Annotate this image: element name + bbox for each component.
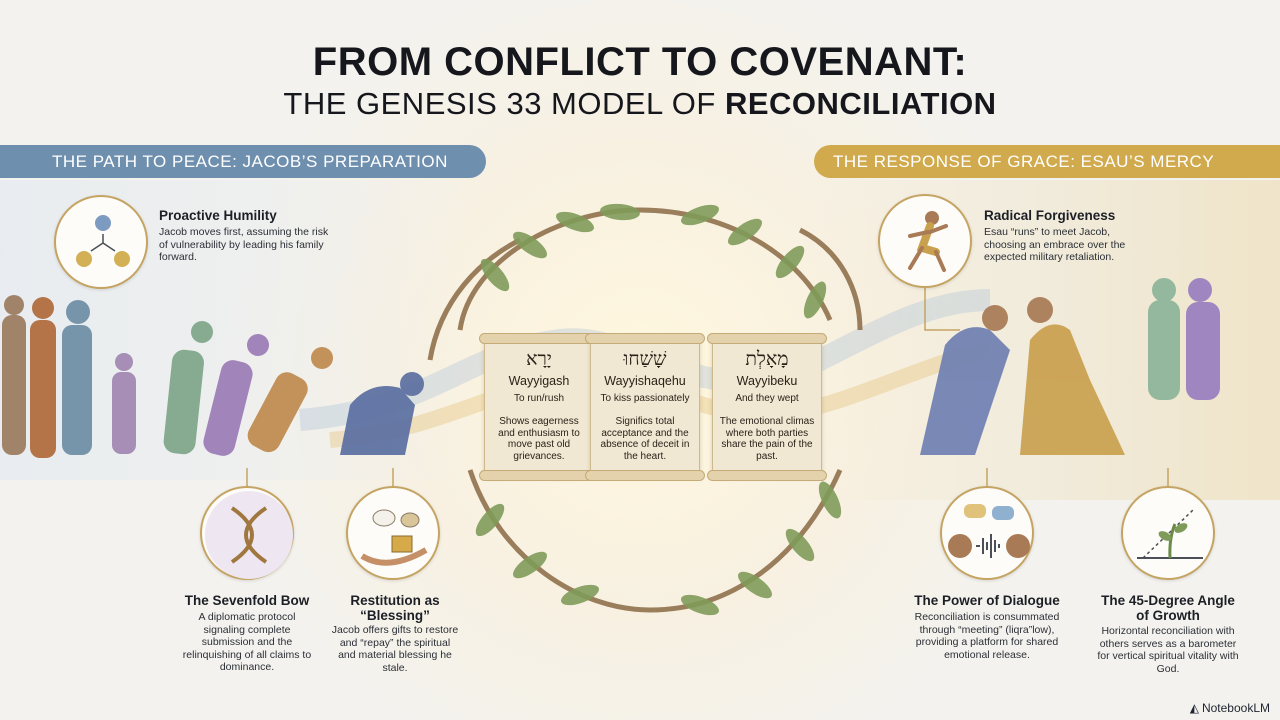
scroll-desc: Significs total acceptance and the absen… bbox=[600, 416, 690, 462]
scroll-desc: The emotional climas where both parties … bbox=[719, 416, 815, 462]
restitution-medal bbox=[346, 486, 440, 580]
scroll-desc: Shows eagerness and enthusiasm to move p… bbox=[498, 416, 580, 462]
gift-offering-icon bbox=[360, 509, 428, 566]
subtitle-prefix: THE GENESIS 33 MODEL OF bbox=[283, 86, 716, 121]
growth-medal bbox=[1121, 486, 1215, 580]
forgiveness-title: Radical Forgiveness bbox=[984, 208, 1116, 223]
scroll-meaning: To run/rush bbox=[513, 393, 565, 404]
notebooklm-logo-icon: ◭ bbox=[1189, 701, 1199, 715]
subtitle-bold: RECONCILIATION bbox=[724, 86, 997, 121]
scroll-translit: Wayyibeku bbox=[736, 374, 798, 388]
bow-medal bbox=[200, 486, 294, 580]
scroll-cap bbox=[707, 470, 827, 481]
dialogue-title: The Power of Dialogue bbox=[914, 593, 1060, 608]
dialogue-medal bbox=[940, 486, 1034, 580]
scroll-hebrew: מָאָלְת bbox=[745, 348, 789, 370]
growth-text: Horizontal reconciliation with others se… bbox=[1097, 625, 1239, 675]
scroll-wayyigash: יָרָא Wayyigash To run/rush Shows eagern… bbox=[479, 333, 599, 481]
page-title: FROM CONFLICT TO COVENANT: bbox=[312, 40, 968, 84]
sprout-growth-icon bbox=[1137, 509, 1203, 559]
humility-title: Proactive Humility bbox=[159, 208, 277, 223]
scroll-cap bbox=[585, 333, 705, 344]
right-section-banner: THE RESPONSE OF GRACE: ESAU’S MERCY bbox=[814, 145, 1280, 178]
dialogue-text: Reconciliation is consummated through “m… bbox=[914, 611, 1060, 661]
page-subtitle: THE GENESIS 33 MODEL OF RECONCILIATION bbox=[0, 86, 1280, 122]
restitution-text: Jacob offers gifts to restore and “repay… bbox=[331, 624, 459, 674]
scroll-meaning: To kiss passionately bbox=[600, 393, 690, 404]
scroll-cap bbox=[585, 470, 705, 481]
scroll-meaning: And they wept bbox=[735, 393, 799, 404]
scroll-translit: Wayyigash bbox=[508, 374, 570, 388]
scroll-cap bbox=[707, 333, 827, 344]
brand-name: NotebookLM bbox=[1201, 701, 1270, 715]
scroll-cap bbox=[479, 333, 599, 344]
scroll-cap bbox=[479, 470, 599, 481]
left-section-banner: THE PATH TO PEACE: JACOB’S PREPARATION bbox=[0, 145, 486, 178]
humility-medal bbox=[54, 195, 148, 289]
scroll-hebrew: שָׁשַׁחוּ bbox=[623, 348, 667, 370]
scroll-translit: Wayyishaqehu bbox=[604, 374, 686, 388]
scroll-wayyishaqehu: שָׁשַׁחוּ Wayyishaqehu To kiss passionat… bbox=[585, 333, 705, 481]
forgiveness-medal bbox=[878, 194, 972, 288]
bow-text: A diplomatic protocol signaling complete… bbox=[182, 611, 312, 673]
bow-icon bbox=[205, 491, 293, 579]
dialogue-icon bbox=[948, 504, 1030, 558]
humility-triad-icon bbox=[76, 215, 130, 267]
forgiveness-text: Esau “runs” to meet Jacob, choosing an e… bbox=[984, 226, 1126, 263]
humility-text: Jacob moves first, assuming the risk of … bbox=[159, 226, 329, 263]
bow-title: The Sevenfold Bow bbox=[184, 593, 310, 608]
restitution-title: Restitution as “Blessing” bbox=[350, 593, 440, 623]
growth-title: The 45-Degree Angle of Growth bbox=[1101, 593, 1235, 623]
scroll-hebrew: יָרָא bbox=[526, 348, 552, 370]
brand-footer: ◭NotebookLM bbox=[1190, 701, 1270, 715]
scroll-wayyibeku: מָאָלְת Wayyibeku And they wept The emot… bbox=[707, 333, 827, 481]
running-man-icon bbox=[908, 211, 948, 272]
